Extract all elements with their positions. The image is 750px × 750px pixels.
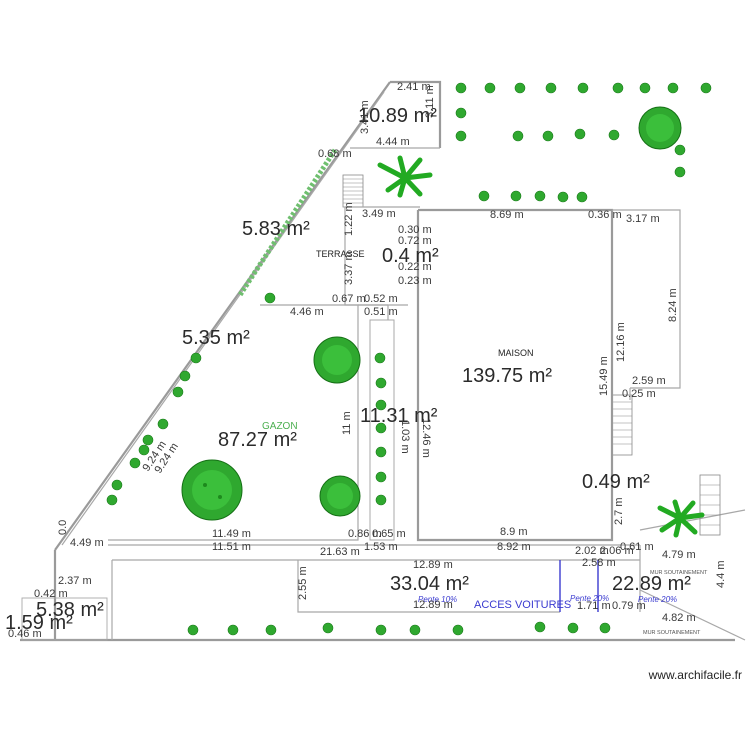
stairs-top xyxy=(342,174,364,208)
bottom-left-area: 1.59 m² xyxy=(5,612,73,634)
dim: 0.42 m xyxy=(34,588,68,600)
dim: 2.55 m xyxy=(297,566,309,600)
dim: 3.37 m xyxy=(343,251,355,285)
right-bottom-area: 22.89 m² xyxy=(612,573,691,595)
dimension-labels: 2.41 m 3.11 m 3.41 m 4.44 m 0.68 m 3.49 … xyxy=(8,81,727,640)
dim: 12.89 m xyxy=(413,559,453,571)
bottom-band xyxy=(108,544,641,640)
path-strip xyxy=(369,305,395,541)
dim: 0.51 m xyxy=(364,306,398,318)
dim: 0.65 m xyxy=(372,528,406,540)
annotations: Pente 10% Pente 20% Pente 20% MUR SOUTAI… xyxy=(418,570,708,636)
left-small-area xyxy=(21,597,108,641)
maison-area: 139.75 m² xyxy=(462,365,552,387)
terrasse-label: TERRASSE xyxy=(316,249,365,259)
dim: 3.17 m xyxy=(626,213,660,225)
dim: 0.30 m xyxy=(398,224,432,236)
dim: 8.92 m xyxy=(497,541,531,553)
dim: 11.51 m xyxy=(212,541,251,553)
acces-label: ACCES VOITURES xyxy=(474,599,571,611)
slope-label: Pente 10% xyxy=(418,595,457,604)
property-outline xyxy=(20,80,746,642)
trees xyxy=(181,106,682,521)
palm-tree-top xyxy=(377,155,433,198)
dim: 0.86 m xyxy=(348,528,382,540)
dim: 3.11 m xyxy=(424,85,436,118)
dim: 1.03 m xyxy=(399,420,411,454)
maison-label: MAISON xyxy=(498,348,534,358)
acces-area: 33.04 m² xyxy=(390,573,469,595)
dim: 0.68 m xyxy=(318,148,352,160)
dim: 4.49 m xyxy=(70,537,104,549)
dim: 8.9 m xyxy=(500,526,528,538)
dim: 0.23 m xyxy=(398,275,432,287)
dim: 2.59 m xyxy=(632,375,666,387)
palm-tree-right xyxy=(657,499,705,538)
gazon-zone xyxy=(108,304,388,541)
dim: 2.37 m xyxy=(58,575,92,587)
bottom-left-area2: 5.38 m² xyxy=(36,599,104,621)
wall-label: MUR SOUTAINEMENT xyxy=(650,570,708,576)
top-area: 10.89 m² xyxy=(358,105,437,127)
dim: 12.46 m xyxy=(420,418,432,458)
dim: 12.89 m xyxy=(413,599,453,611)
terrace-small-area: 0.4 m² xyxy=(382,245,439,267)
path-area: 11.31 m² xyxy=(360,405,438,427)
area-labels: 10.89 m² 5.83 m² 0.4 m² 5.35 m² MAISON 1… xyxy=(5,105,691,634)
dim: 3.49 m xyxy=(362,208,396,220)
dim: 4.79 m xyxy=(662,549,696,561)
terrace-left-area: 5.83 m² xyxy=(242,218,310,240)
dim: 11 m xyxy=(341,411,353,435)
dim: 4.44 m xyxy=(376,136,410,148)
gazon-area: 87.27 m² xyxy=(218,429,297,451)
dim: 8.24 m xyxy=(667,288,679,322)
dim: 0.0 xyxy=(57,520,69,535)
dim: 0.46 m xyxy=(8,628,42,640)
dim: 1.22 m xyxy=(343,202,355,236)
dim: 0.25 m xyxy=(622,388,656,400)
dim: 11.49 m xyxy=(212,528,251,540)
dim: 3.41 m xyxy=(359,100,371,134)
dim: 15.49 m xyxy=(598,356,610,396)
dim: 2.58 m xyxy=(582,557,616,569)
dim: 2.02 m xyxy=(575,545,609,557)
dim: 8.69 m xyxy=(490,209,524,221)
dim: 0.67 m xyxy=(332,293,366,305)
slope-label: Pente 20% xyxy=(570,594,609,603)
dim: 0.72 m xyxy=(398,235,432,247)
hedge-diagonal xyxy=(237,148,338,297)
maison-outline xyxy=(416,208,681,542)
dim: 1.53 m xyxy=(364,541,398,553)
gazon-label: GAZON xyxy=(262,421,298,432)
dim: 12.16 m xyxy=(615,322,627,362)
dim: 0.52 m xyxy=(364,293,398,305)
watermark: www.archifacile.fr xyxy=(648,668,742,682)
dim: 2.7 m xyxy=(613,497,625,525)
dim: 21.63 m xyxy=(320,546,360,558)
wall-label: MUR SOUTAINEMENT xyxy=(643,630,701,636)
dim: 4.46 m xyxy=(290,306,324,318)
strip-area: 5.35 m² xyxy=(182,327,250,349)
dim: 4.4 m xyxy=(715,560,727,588)
dim: 2.06 m xyxy=(600,545,634,557)
slope-label: Pente 20% xyxy=(638,595,677,604)
dim: 1.71 m xyxy=(577,600,611,612)
dim: 2.41 m xyxy=(397,81,431,93)
dim: 0.61 m xyxy=(620,541,654,553)
bushes xyxy=(106,82,712,636)
dim: 0.36 m xyxy=(588,209,622,221)
dim: 4.82 m xyxy=(662,612,696,624)
right-small-area: 0.49 m² xyxy=(582,471,650,493)
dim: 0.79 m xyxy=(612,600,646,612)
dim: 0.22 m xyxy=(398,261,432,273)
